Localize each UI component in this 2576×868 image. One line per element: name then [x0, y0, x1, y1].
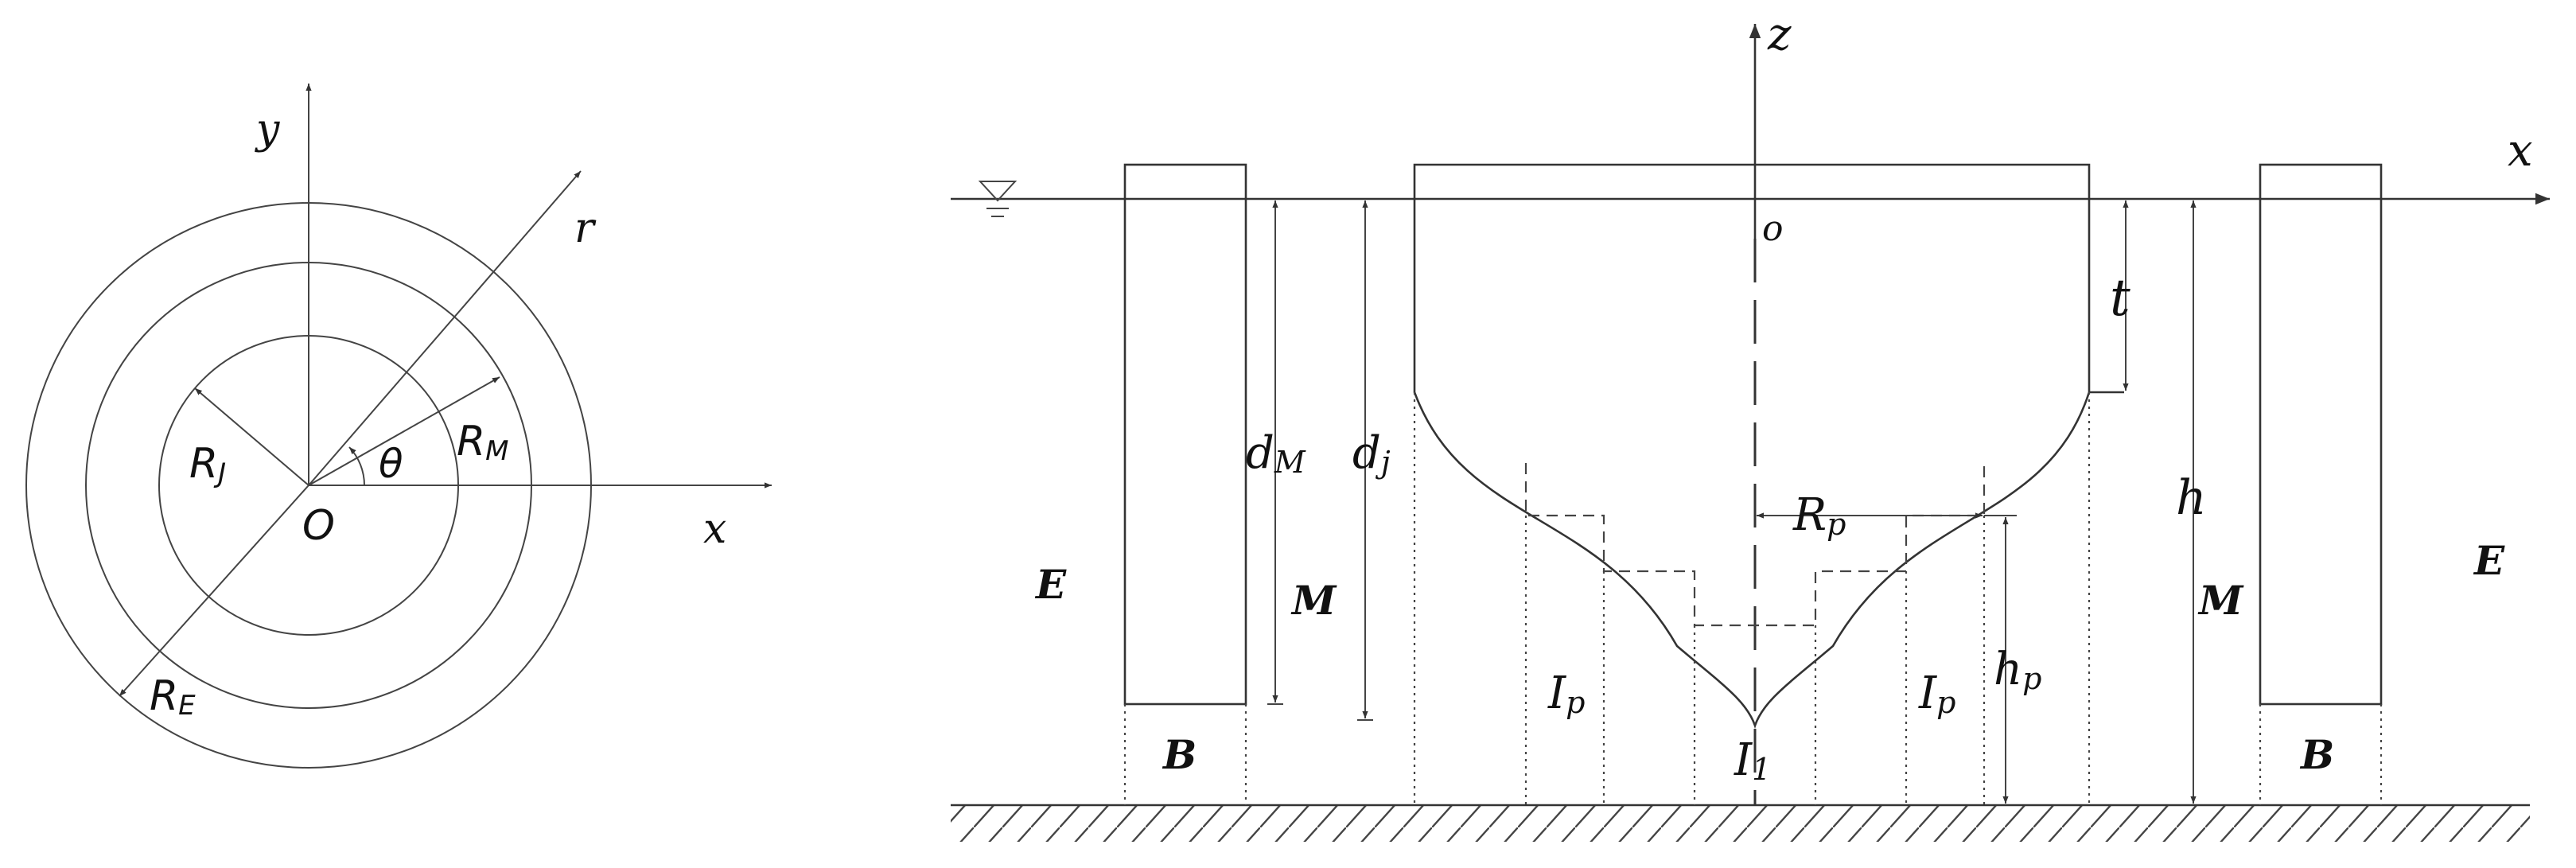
- e-left-label: E: [1034, 561, 1067, 608]
- theta-angle-arc: [348, 446, 366, 486]
- plan-r-label: r: [574, 204, 597, 252]
- m-left-label: M: [1290, 577, 1337, 624]
- rp-label: Rp: [1792, 489, 1846, 542]
- elev-z-label: z: [1767, 9, 1792, 60]
- region-interface-lines: [1123, 392, 2383, 805]
- ip-right-label: Ip: [1918, 668, 1955, 720]
- b-left-label: B: [1162, 731, 1197, 778]
- plan-rj-label: RJ: [189, 440, 226, 489]
- elev-x-label: x: [2508, 125, 2533, 177]
- rm-radius-arrow: [308, 376, 500, 486]
- h-label: h: [2176, 470, 2207, 526]
- plan-rm-label: RM: [457, 418, 508, 467]
- r-axis-arrow: [308, 170, 582, 486]
- right-wall: [2259, 163, 2383, 706]
- re-radius-arrow: [119, 485, 309, 697]
- plan-re-label: RE: [150, 672, 196, 722]
- elev-origin-label: o: [1762, 208, 1784, 249]
- seabed-hatching: [951, 805, 2530, 842]
- ip-left-label: Ip: [1547, 668, 1585, 720]
- t-label: t: [2110, 269, 2130, 328]
- dm-label: dM: [1246, 427, 1306, 480]
- elevation-view: z x o t h dM dj Rp hp Ip Ip I1 E E M M B…: [951, 9, 2550, 842]
- plan-theta-label: θ: [379, 441, 403, 487]
- left-wall: [1123, 163, 1247, 706]
- rj-radius-arrow: [194, 387, 309, 486]
- plan-origin-label: O: [302, 502, 335, 550]
- floating-body-outline: [1413, 163, 2091, 729]
- dj-label: dj: [1352, 427, 1391, 480]
- hp-label: hp: [1994, 644, 2041, 696]
- b-right-label: B: [2299, 731, 2334, 778]
- plan-y-label: y: [255, 106, 280, 154]
- e-right-label: E: [2473, 537, 2505, 584]
- i1-label: I1: [1734, 734, 1771, 787]
- water-level-symbol: [978, 181, 1018, 217]
- plan-x-label: x: [703, 505, 726, 553]
- plan-view: y x r θ O RJ RM RE: [25, 84, 772, 769]
- m-right-label: M: [2197, 577, 2244, 624]
